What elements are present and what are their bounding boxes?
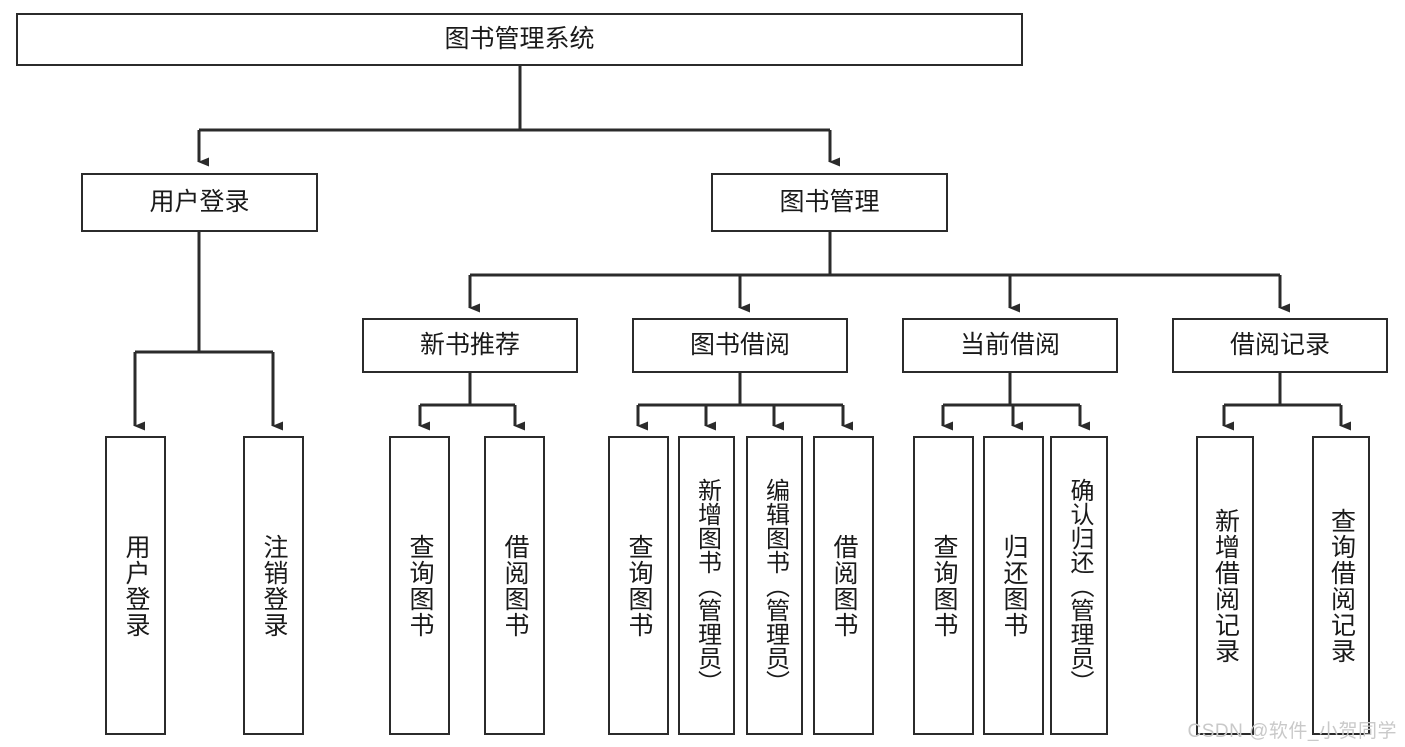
node-label: 用户登录 <box>122 533 150 638</box>
node-label: 新书推荐 <box>419 330 520 359</box>
node-label: 查询图书 <box>930 533 958 638</box>
node-user-login[interactable]: 用户登录 <box>81 173 318 232</box>
leaf-add-borrow-record[interactable]: 新增借阅记录 <box>1196 436 1254 735</box>
node-label: 用户登录 <box>149 187 250 216</box>
node-label: 编辑图书（管理员） <box>761 477 789 694</box>
node-book-borrow[interactable]: 图书借阅 <box>632 318 848 373</box>
leaf-borrow-book-recommend[interactable]: 借阅图书 <box>484 436 545 735</box>
leaf-query-book-recommend[interactable]: 查询图书 <box>389 436 450 735</box>
leaf-query-book-current[interactable]: 查询图书 <box>913 436 974 735</box>
node-label: 图书管理 <box>779 187 880 216</box>
leaf-return-book[interactable]: 归还图书 <box>983 436 1044 735</box>
node-label: 新增借阅记录 <box>1211 507 1240 664</box>
node-label: 查询图书 <box>406 533 434 638</box>
leaf-user-login[interactable]: 用户登录 <box>105 436 166 735</box>
leaf-confirm-return-admin[interactable]: 确认归还（管理员） <box>1050 436 1108 735</box>
node-label: 图书管理系统 <box>444 24 595 53</box>
node-label: 借阅记录 <box>1229 330 1330 359</box>
leaf-query-book-borrow[interactable]: 查询图书 <box>608 436 669 735</box>
leaf-logout[interactable]: 注销登录 <box>243 436 304 735</box>
node-borrow-records[interactable]: 借阅记录 <box>1172 318 1388 373</box>
node-label: 查询图书 <box>625 533 653 638</box>
node-label: 图书借阅 <box>689 330 790 359</box>
node-label: 查询借阅记录 <box>1327 507 1356 664</box>
node-label: 借阅图书 <box>830 533 858 638</box>
node-label: 新增图书（管理员） <box>693 477 721 694</box>
node-label: 当前借阅 <box>959 330 1060 359</box>
leaf-query-borrow-record[interactable]: 查询借阅记录 <box>1312 436 1370 735</box>
leaf-edit-book-admin[interactable]: 编辑图书（管理员） <box>746 436 803 735</box>
node-label: 借阅图书 <box>501 533 529 638</box>
node-label: 注销登录 <box>260 533 288 638</box>
csdn-watermark: CSDN @软件_小贺同学 <box>1187 721 1397 742</box>
node-label: 确认归还（管理员） <box>1066 477 1093 694</box>
node-current-borrow[interactable]: 当前借阅 <box>902 318 1118 373</box>
node-book-management[interactable]: 图书管理 <box>711 173 948 232</box>
node-root-book-management-system[interactable]: 图书管理系统 <box>16 13 1023 66</box>
node-label: 归还图书 <box>1000 533 1028 638</box>
node-new-book-recommend[interactable]: 新书推荐 <box>362 318 578 373</box>
leaf-add-book-admin[interactable]: 新增图书（管理员） <box>678 436 735 735</box>
leaf-borrow-book[interactable]: 借阅图书 <box>813 436 874 735</box>
